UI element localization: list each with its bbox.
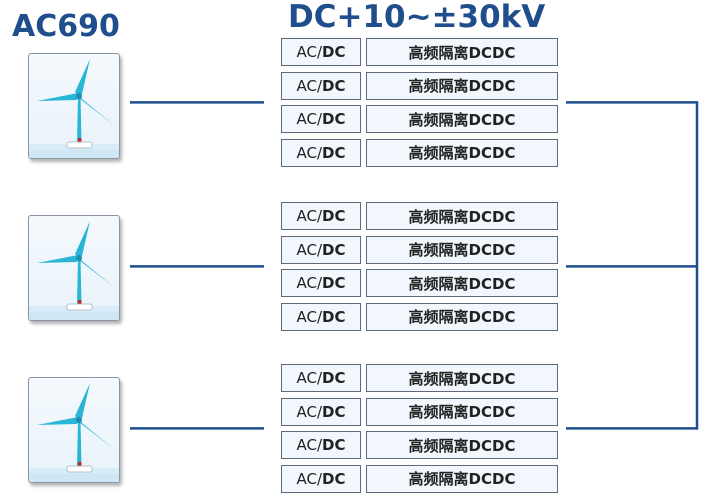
acdc-label-prefix: AC/ (296, 369, 323, 387)
acdc-converter: AC/DC (281, 302, 361, 331)
acdc-label-prefix: AC/ (296, 143, 323, 162)
acdc-converter: AC/DC (281, 464, 361, 493)
acdc-label-suffix: DC (322, 436, 346, 455)
acdc-converter: AC/DC (281, 269, 361, 298)
acdc-label-suffix: DC (322, 43, 346, 61)
wind-turbine-icon (29, 59, 119, 158)
acdc-label-suffix: DC (322, 402, 346, 421)
acdc-converter: AC/DC (281, 38, 361, 66)
isolated-dcdc-converter: 高频隔离DCDC (366, 302, 558, 331)
acdc-label-prefix: AC/ (296, 240, 323, 259)
acdc-converter: AC/DC (281, 364, 361, 392)
wind-turbine-icon (29, 383, 119, 482)
acdc-label-suffix: DC (322, 369, 346, 387)
acdc-converter: AC/DC (281, 105, 361, 134)
dc-voltage-label: DC+10~±30kV (288, 0, 546, 35)
isolated-dcdc-converter: 高频隔离DCDC (366, 38, 558, 66)
acdc-label-suffix: DC (322, 469, 346, 488)
isolated-dcdc-converter: 高频隔离DCDC (366, 431, 558, 460)
acdc-converter: AC/DC (281, 235, 361, 264)
isolated-dcdc-converter: 高频隔离DCDC (366, 235, 558, 264)
acdc-label-suffix: DC (322, 143, 346, 162)
isolated-dcdc-converter: 高频隔离DCDC (366, 269, 558, 298)
acdc-label-prefix: AC/ (296, 207, 323, 225)
acdc-label-suffix: DC (322, 110, 346, 129)
wind-turbine-3 (28, 377, 120, 483)
acdc-label-suffix: DC (322, 307, 346, 326)
isolated-dcdc-converter: 高频隔离DCDC (366, 464, 558, 493)
wind-turbine-icon (29, 221, 119, 320)
isolated-dcdc-converter: 高频隔离DCDC (366, 105, 558, 134)
acdc-label-prefix: AC/ (296, 402, 323, 421)
acdc-converter: AC/DC (281, 138, 361, 167)
acdc-label-prefix: AC/ (296, 76, 323, 95)
acdc-label-prefix: AC/ (296, 469, 323, 488)
acdc-converter: AC/DC (281, 397, 361, 426)
acdc-converter: AC/DC (281, 431, 361, 460)
acdc-label-prefix: AC/ (296, 43, 323, 61)
isolated-dcdc-converter: 高频隔离DCDC (366, 202, 558, 230)
isolated-dcdc-converter: 高频隔离DCDC (366, 397, 558, 426)
acdc-label-suffix: DC (322, 76, 346, 95)
acdc-label-prefix: AC/ (296, 436, 323, 455)
ac-voltage-label: AC690 (12, 9, 120, 44)
acdc-label-prefix: AC/ (296, 307, 323, 326)
wind-turbine-1 (28, 53, 120, 159)
isolated-dcdc-converter: 高频隔离DCDC (366, 71, 558, 100)
isolated-dcdc-converter: 高频隔离DCDC (366, 138, 558, 167)
acdc-label-suffix: DC (322, 207, 346, 225)
acdc-label-suffix: DC (322, 240, 346, 259)
acdc-label-prefix: AC/ (296, 110, 323, 129)
acdc-label-suffix: DC (322, 274, 346, 293)
acdc-label-prefix: AC/ (296, 274, 323, 293)
isolated-dcdc-converter: 高频隔离DCDC (366, 364, 558, 392)
wind-turbine-2 (28, 215, 120, 321)
acdc-converter: AC/DC (281, 202, 361, 230)
acdc-converter: AC/DC (281, 71, 361, 100)
